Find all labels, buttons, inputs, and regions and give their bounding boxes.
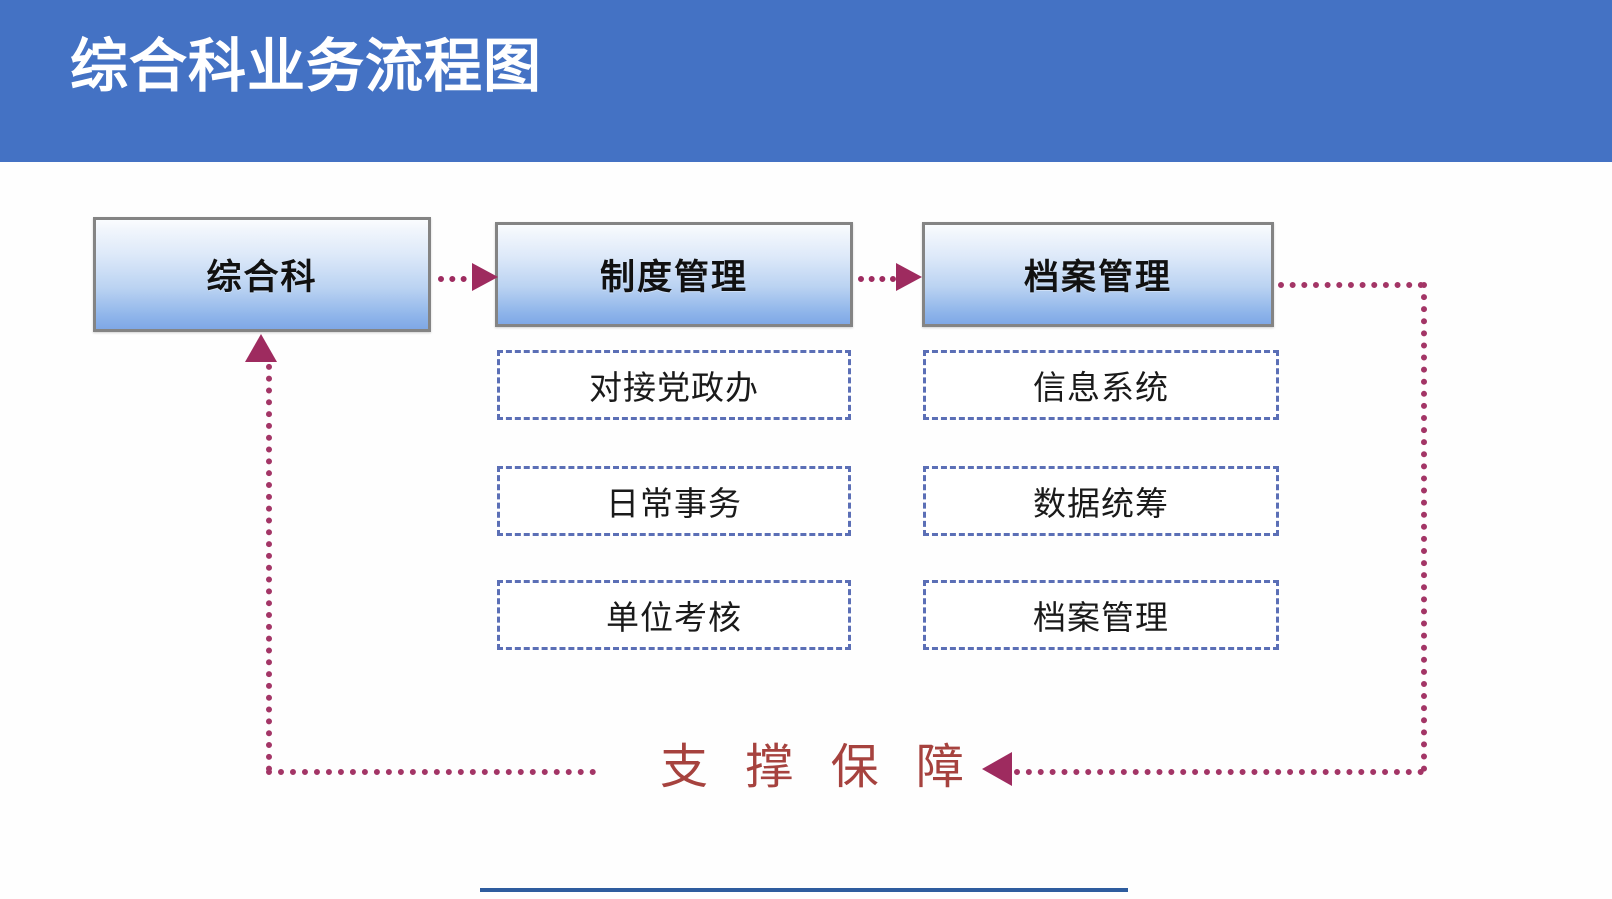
sub-box-label: 档案管理 xyxy=(1033,599,1169,636)
sub-box-label: 数据统筹 xyxy=(1033,485,1169,522)
connector-zhidu-to-dangan xyxy=(858,276,896,282)
arrow-right-icon xyxy=(896,263,922,291)
connector-loop-bottom-left-segment xyxy=(266,769,596,775)
process-box-dangan[interactable]: 档案管理 xyxy=(922,222,1274,327)
process-box-zonghe[interactable]: 综合科 xyxy=(93,217,431,332)
sub-box-label: 日常事务 xyxy=(606,485,742,522)
sub-box-danweikaohe[interactable]: 单位考核 xyxy=(497,580,851,650)
arrow-up-icon xyxy=(245,334,277,362)
process-box-zhidu-label: 制度管理 xyxy=(599,258,748,297)
process-box-zonghe-label: 综合科 xyxy=(206,258,318,297)
process-box-zhidu[interactable]: 制度管理 xyxy=(495,222,853,327)
sub-box-danganguanli[interactable]: 档案管理 xyxy=(923,580,1279,650)
sub-box-xinxixitong[interactable]: 信息系统 xyxy=(923,350,1279,420)
sub-box-duijiedangzhengban[interactable]: 对接党政办 xyxy=(497,350,851,420)
arrow-left-icon xyxy=(982,752,1012,786)
connector-zonghe-to-zhidu xyxy=(438,276,478,282)
connector-loop-top-segment xyxy=(1278,282,1424,288)
connector-loop-bottom-right-segment xyxy=(1014,769,1424,775)
sub-box-richangshiwu[interactable]: 日常事务 xyxy=(497,466,851,536)
process-box-dangan-label: 档案管理 xyxy=(1023,258,1172,297)
connector-loop-right-segment xyxy=(1421,282,1427,772)
diagram-canvas: 综合科 制度管理 档案管理 对接党政办 日常事务 单位考核 信息系统 数据统筹 … xyxy=(0,162,1612,899)
arrow-right-icon xyxy=(472,263,498,291)
bottom-accent-rule xyxy=(480,888,1128,892)
sub-box-shujutongchou[interactable]: 数据统筹 xyxy=(923,466,1279,536)
connector-loop-left-segment xyxy=(266,352,272,772)
sub-box-label: 信息系统 xyxy=(1033,369,1169,406)
sub-box-label: 对接党政办 xyxy=(589,369,759,406)
slide-header-band xyxy=(0,0,1612,162)
page-title: 综合科业务流程图 xyxy=(70,34,543,99)
sub-box-label: 单位考核 xyxy=(606,599,742,636)
feedback-label-support: 支 撑 保 障 xyxy=(660,741,977,794)
